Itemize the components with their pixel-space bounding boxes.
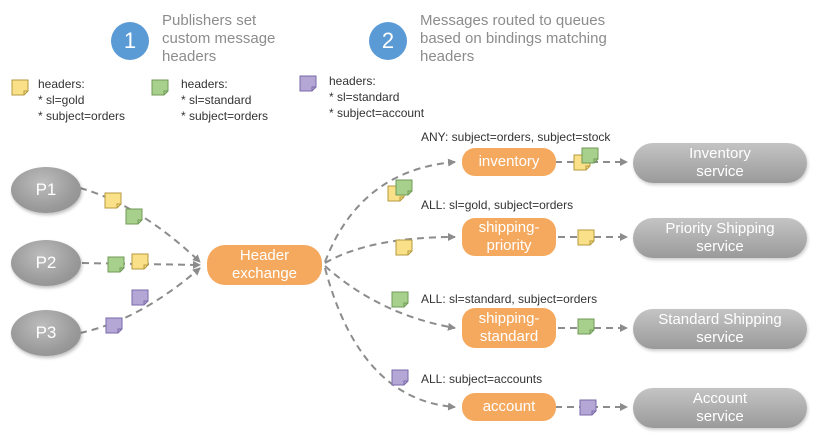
service-priority-shipping: Priority Shipping service [633, 218, 807, 258]
publisher-p2: P2 [11, 240, 81, 286]
edge-p2-exchange [81, 260, 201, 269]
edge-p3-exchange [79, 267, 201, 334]
account-out-account-message-icon [579, 399, 597, 416]
legend-account-text: headers: * sl=standard * subject=account [329, 74, 425, 120]
step-1-badge: 1 [111, 22, 149, 60]
header-exchange-node: Header exchange [207, 245, 322, 285]
legend-standard-message-icon [151, 79, 169, 96]
queue-shipping-priority: shipping- priority [462, 218, 556, 256]
edge-exchange-inventory [324, 158, 456, 263]
priority-out-gold-message-icon [577, 229, 595, 246]
inventory-standard-message-icon [395, 179, 413, 196]
service-account: Account service [633, 388, 807, 428]
account-account-message-icon [391, 369, 409, 386]
service-inventory: Inventory service [633, 143, 807, 183]
binding-label-shipping-standard: ALL: sl=standard, subject=orders [421, 292, 598, 306]
inventory-out-standard-message-icon [581, 147, 599, 164]
step-1-text: Publishers set custom message headers [162, 12, 276, 65]
p1-standard-message-icon [125, 208, 143, 225]
standard-standard-message-icon [391, 291, 409, 308]
edge-exchange-shipping-priority [324, 233, 456, 264]
publisher-p1: P1 [11, 167, 81, 213]
queue-inventory: inventory [462, 148, 556, 176]
p3-account-message-icon-2 [105, 317, 123, 334]
p2-gold-message-icon [131, 253, 149, 270]
legend-standard-text: headers: * sl=standard * subject=orders [181, 77, 269, 123]
edge-exchange-account [324, 267, 456, 411]
queue-shipping-standard: shipping- standard [462, 308, 556, 348]
priority-gold-message-icon [395, 239, 413, 256]
p1-gold-message-icon [104, 192, 122, 209]
p2-standard-message-icon [107, 256, 125, 273]
legend-gold-text: headers: * sl=gold * subject=orders [38, 77, 126, 123]
service-standard-shipping: Standard Shipping service [633, 309, 807, 349]
binding-label-inventory: ANY: subject=orders, subject=stock [421, 130, 611, 144]
standard-out-standard-message-icon [577, 318, 595, 335]
legend-account-message-icon [299, 75, 317, 92]
binding-label-account: ALL: subject=accounts [421, 372, 543, 386]
p3-account-message-icon [131, 289, 149, 306]
binding-label-shipping-priority: ALL: sl=gold, subject=orders [421, 198, 574, 212]
legend-gold-message-icon [11, 79, 29, 96]
step-2-badge: 2 [369, 22, 407, 60]
edge-exchange-shipping-standard [324, 265, 456, 331]
step-2-text: Messages routed to queues based on bindi… [420, 12, 607, 65]
publisher-p3: P3 [11, 310, 81, 356]
edge-p1-exchange [79, 187, 201, 263]
queue-account: account [462, 393, 556, 421]
